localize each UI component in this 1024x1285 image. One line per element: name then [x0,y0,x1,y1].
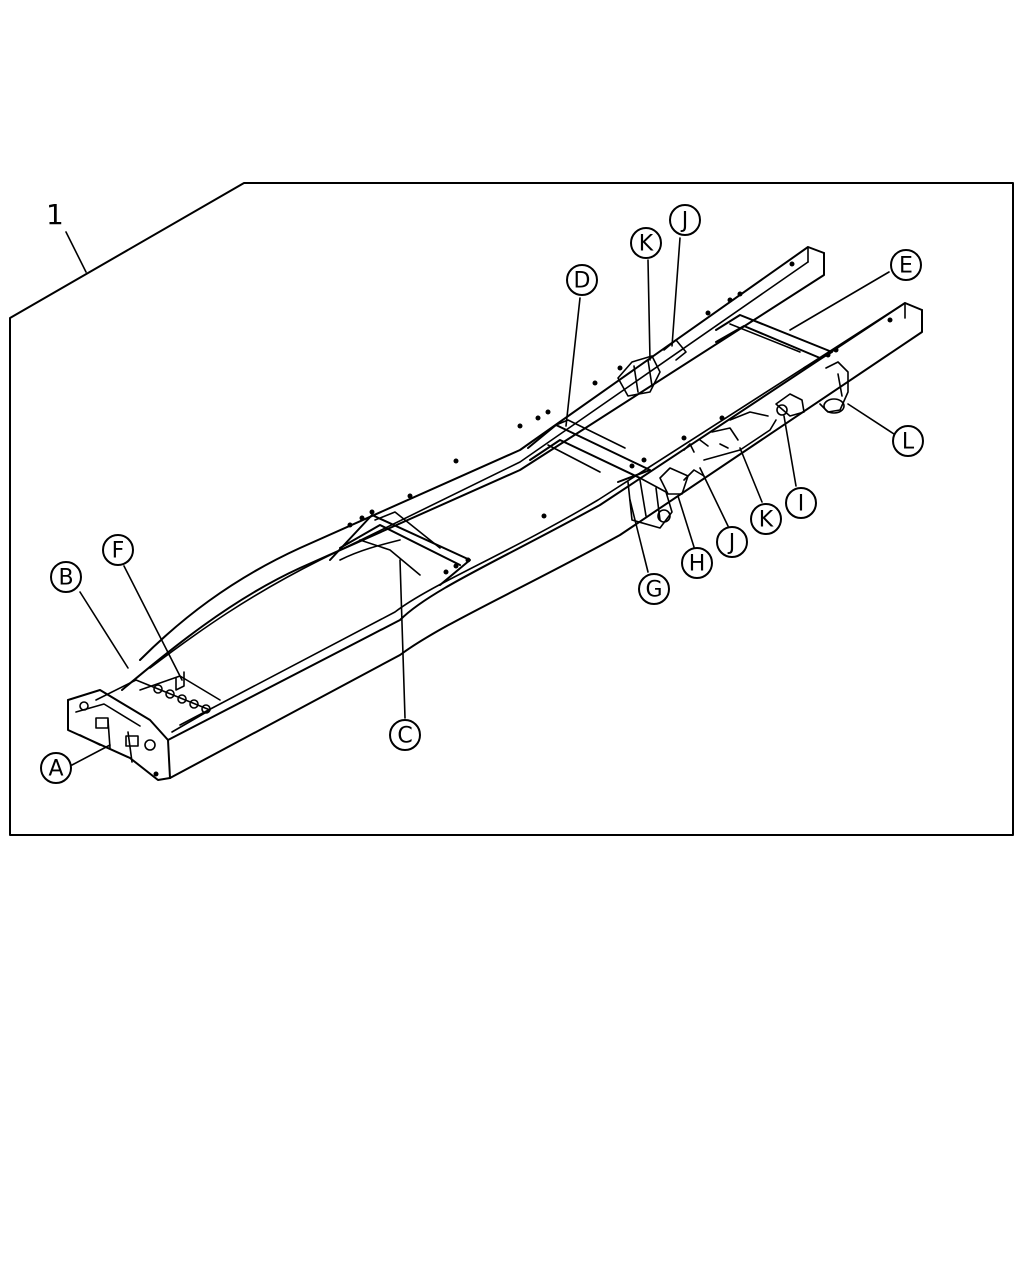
leader-lines [71,237,895,766]
callout-e: E [890,249,922,281]
assembly-border [9,182,1014,836]
svg-text:J: J [727,531,736,556]
svg-text:F: F [112,539,125,564]
svg-text:A: A [48,757,63,782]
callout-j-upper: J [669,204,701,236]
callout-k-upper: K [630,227,662,259]
callout-d: D [566,264,598,296]
callout-l: L [892,425,924,457]
svg-text:C: C [397,724,412,749]
assembly-leader [65,231,87,273]
callout-b: B [50,561,82,593]
callout-c: C [389,719,421,751]
chassis-frame [67,246,923,781]
callout-h: H [681,547,713,579]
rivet-dots [153,261,893,777]
callout-a: A [40,752,72,784]
svg-text:B: B [58,566,73,591]
assembly-number: 1 [46,198,64,231]
callout-i: I [785,487,817,519]
svg-text:K: K [759,508,774,533]
svg-text:K: K [639,232,654,257]
callout-k-lower: K [750,503,782,535]
callout-j-lower: J [716,526,748,558]
svg-text:G: G [645,578,662,603]
svg-text:D: D [574,269,591,294]
callout-g: G [638,573,670,605]
callout-f: F [102,534,134,566]
svg-text:I: I [798,492,805,517]
svg-text:E: E [899,254,913,279]
svg-text:J: J [680,209,689,234]
svg-text:L: L [902,430,915,455]
svg-text:H: H [689,552,706,577]
